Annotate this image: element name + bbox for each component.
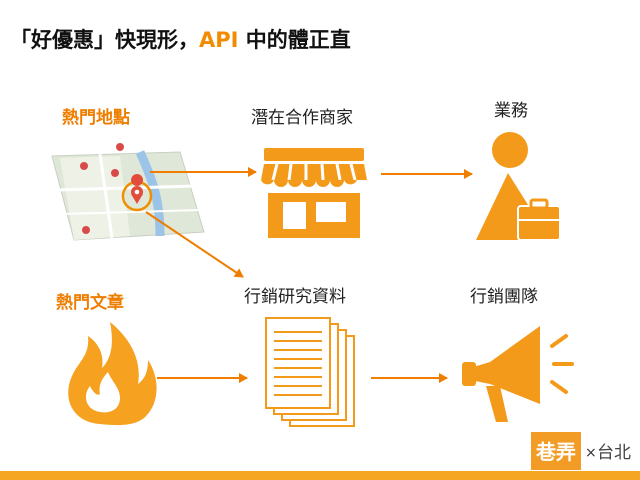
hot-places-label: 熱門地點 <box>62 108 130 128</box>
megaphone-icon <box>462 326 574 422</box>
svg-text:×: × <box>585 445 597 461</box>
partner-shops-label: 潛在合作商家 <box>251 108 353 128</box>
map-icon <box>51 143 205 241</box>
fire-icon <box>68 322 157 426</box>
marketing-team-label: 行銷團隊 <box>470 287 538 307</box>
documents-icon <box>265 317 355 427</box>
title-highlight: API <box>199 28 239 52</box>
bottom-accent-bar <box>0 471 640 480</box>
slide-title: 「好優惠」快現形，API 中的體正直 <box>10 24 351 54</box>
title-part2: 中的體正直 <box>238 28 351 52</box>
businessperson-icon <box>476 132 561 241</box>
storefront-icon <box>261 148 367 238</box>
title-part1: 「好優惠」快現形， <box>10 28 199 52</box>
svg-text:台北: 台北 <box>597 443 631 463</box>
business-label: 業務 <box>494 101 528 121</box>
svg-text:巷弄: 巷弄 <box>535 440 576 464</box>
hot-articles-label: 熱門文章 <box>56 293 124 313</box>
arrow-map-to-marketing-data <box>145 211 244 278</box>
logo: 巷弄 × 台北 <box>531 432 635 470</box>
marketing-data-label: 行銷研究資料 <box>244 287 346 307</box>
